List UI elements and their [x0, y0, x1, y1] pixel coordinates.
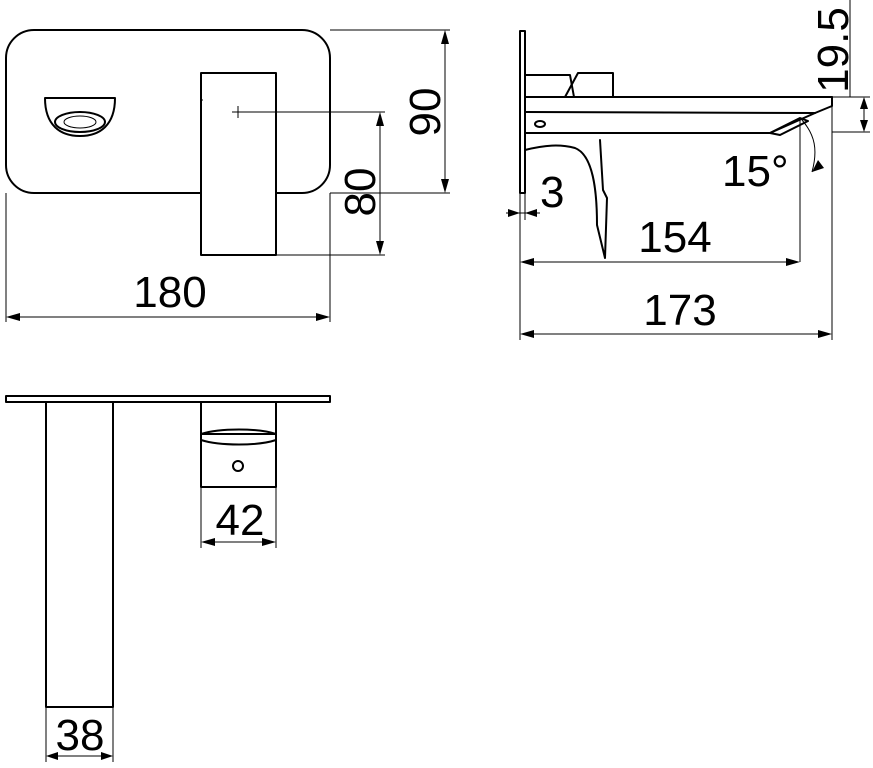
top-lever-screw — [232, 460, 244, 472]
dim-19-5-arrow-top — [860, 97, 868, 109]
front-lever — [200, 72, 277, 256]
dim-42-arrow-left — [201, 538, 215, 546]
dim-19-5-arrow-bottom — [860, 120, 868, 132]
dim-3-arrow-left — [508, 209, 520, 217]
side-spout-bottom — [524, 112, 816, 134]
side-spout-tip — [814, 96, 833, 114]
dim-173-arrow-right — [818, 330, 832, 338]
top-spout — [45, 401, 114, 708]
dim-90-arrow-bottom — [441, 179, 449, 193]
dim-3-arrow-right — [525, 209, 537, 217]
dim-spout-width: 38 — [56, 711, 105, 760]
dim-side-top-offset: 19.5 — [809, 7, 858, 93]
dim-154-arrow-right — [786, 258, 800, 266]
side-lever-handle — [564, 72, 614, 98]
dim-154-arrow-left — [520, 258, 534, 266]
dim-38-arrow-right — [101, 752, 113, 760]
top-lever-curve — [200, 439, 277, 446]
dim-lever-height: 80 — [336, 168, 385, 217]
dim-15-arrow — [812, 160, 824, 172]
dim-spout-reach: 154 — [638, 213, 711, 262]
dim-front-width: 180 — [133, 268, 206, 317]
side-grub-screw — [534, 120, 546, 128]
front-spout-aerator-inner — [63, 115, 97, 129]
dim-38-arrow-left — [46, 752, 58, 760]
side-spout-mid — [524, 111, 816, 114]
dim-180-arrow-left — [6, 313, 20, 321]
dim-80-arrow-top — [376, 112, 384, 126]
side-view: 19.5 15° 3 154 173 — [506, 0, 870, 340]
dim-173-arrow-left — [520, 330, 534, 338]
front-view: 90 80 180 — [5, 29, 450, 322]
dim-total-depth: 173 — [643, 286, 716, 335]
top-lever-handle — [200, 428, 277, 488]
dim-15-arc — [801, 119, 816, 173]
top-lever-base — [200, 401, 277, 435]
dim-180-arrow-right — [316, 313, 330, 321]
front-spout-aerator — [54, 111, 106, 133]
dim-lever-width: 42 — [216, 496, 265, 545]
top-view: 42 38 — [5, 395, 331, 762]
dim-spout-angle: 15° — [722, 147, 789, 196]
dim-42-arrow-right — [262, 538, 276, 546]
front-spout-outlet — [44, 97, 116, 137]
top-wall-plate — [5, 395, 331, 403]
dim-90-arrow-top — [441, 30, 449, 44]
dim-plate-thickness: 3 — [540, 168, 564, 217]
dim-front-height: 90 — [401, 88, 450, 137]
side-aerator — [769, 117, 809, 136]
dim-80-arrow-bottom — [376, 241, 384, 255]
side-lever-body — [524, 139, 608, 259]
